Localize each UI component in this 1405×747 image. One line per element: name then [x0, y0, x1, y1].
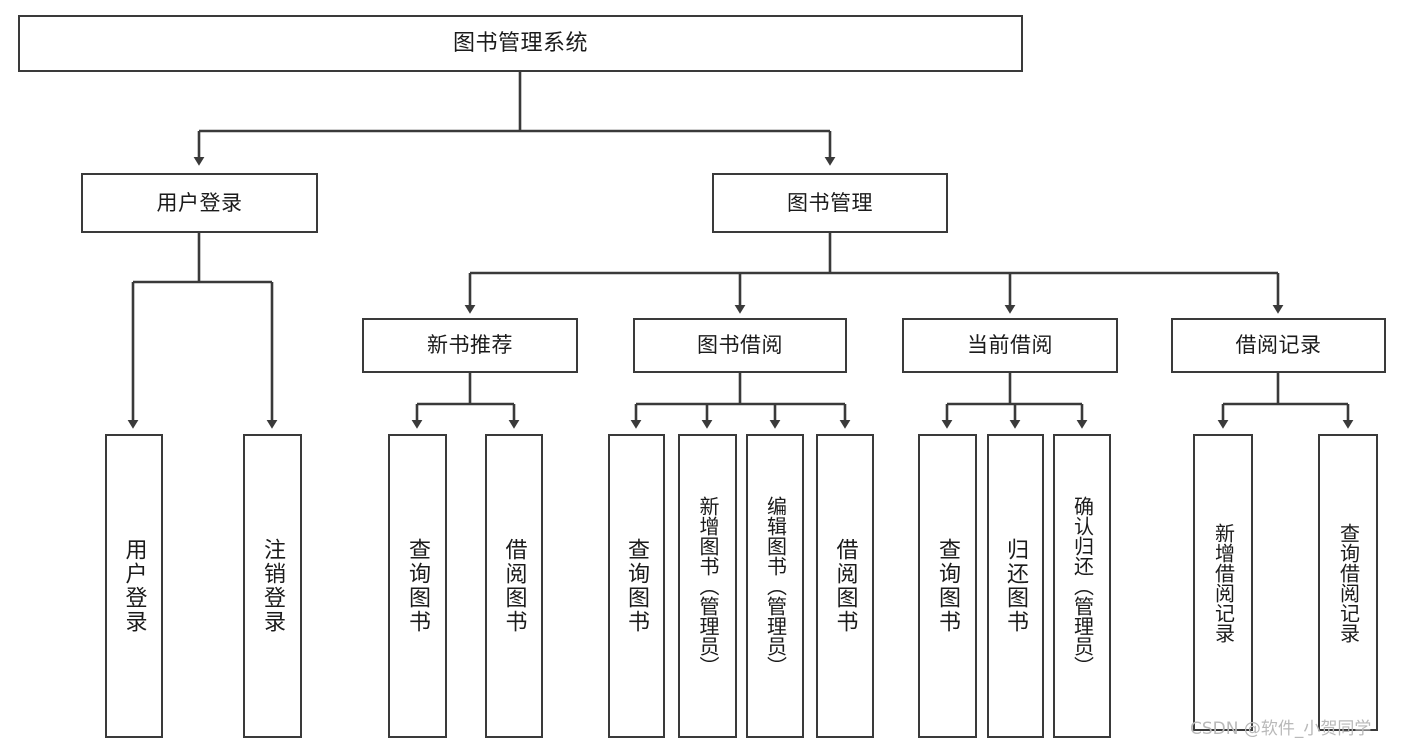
node-leaf-borrow-book-1[interactable]: 借阅图书: [485, 434, 543, 738]
node-borrow-record[interactable]: 借阅记录: [1171, 318, 1386, 373]
node-label: 新增图书（管理员）: [696, 496, 720, 676]
node-label: 查询图书: [624, 538, 650, 634]
node-label: 用户登录: [121, 538, 147, 634]
csdn-watermark: CSDN @软件_小贺同学: [1190, 719, 1372, 739]
node-leaf-add-book[interactable]: 新增图书（管理员）: [678, 434, 737, 738]
node-leaf-query-book-1[interactable]: 查询图书: [388, 434, 447, 738]
node-label: 查询借阅记录: [1336, 522, 1361, 643]
node-leaf-add-record[interactable]: 新增借阅记录: [1193, 434, 1253, 731]
node-label: 确认归还（管理员）: [1070, 496, 1095, 676]
node-label: 借阅记录: [1235, 333, 1322, 358]
node-leaf-return-book[interactable]: 归还图书: [987, 434, 1044, 738]
node-leaf-query-book-2[interactable]: 查询图书: [608, 434, 665, 738]
node-leaf-confirm-return[interactable]: 确认归还（管理员）: [1053, 434, 1111, 738]
node-leaf-query-book-3[interactable]: 查询图书: [918, 434, 977, 738]
node-label: 新增借阅记录: [1211, 522, 1236, 643]
node-label: 新书推荐: [427, 333, 513, 358]
node-label: 借阅图书: [501, 538, 527, 634]
node-leaf-query-record[interactable]: 查询借阅记录: [1318, 434, 1378, 731]
node-label: 借阅图书: [832, 538, 858, 634]
node-user-login[interactable]: 用户登录: [81, 173, 318, 233]
node-label: 编辑图书（管理员）: [763, 496, 788, 676]
node-label: 查询图书: [405, 538, 431, 634]
node-root-book-management-system[interactable]: 图书管理系统: [18, 15, 1023, 72]
node-book-borrow[interactable]: 图书借阅: [633, 318, 847, 373]
node-label: 图书管理: [787, 190, 873, 215]
node-label: 注销登录: [260, 538, 286, 634]
node-current-borrow[interactable]: 当前借阅: [902, 318, 1118, 373]
node-book-manage[interactable]: 图书管理: [712, 173, 948, 233]
node-label: 用户登录: [156, 190, 243, 215]
node-new-book-recommend[interactable]: 新书推荐: [362, 318, 578, 373]
node-leaf-user-login[interactable]: 用户登录: [105, 434, 163, 738]
node-label: 图书借阅: [697, 333, 783, 358]
node-leaf-edit-book[interactable]: 编辑图书（管理员）: [746, 434, 804, 738]
node-label: 当前借阅: [967, 333, 1053, 358]
node-label: 查询图书: [935, 538, 961, 634]
node-leaf-logout-login[interactable]: 注销登录: [243, 434, 302, 738]
node-label: 归还图书: [1003, 538, 1029, 634]
node-leaf-borrow-book-2[interactable]: 借阅图书: [816, 434, 874, 738]
node-label: 图书管理系统: [452, 30, 588, 56]
